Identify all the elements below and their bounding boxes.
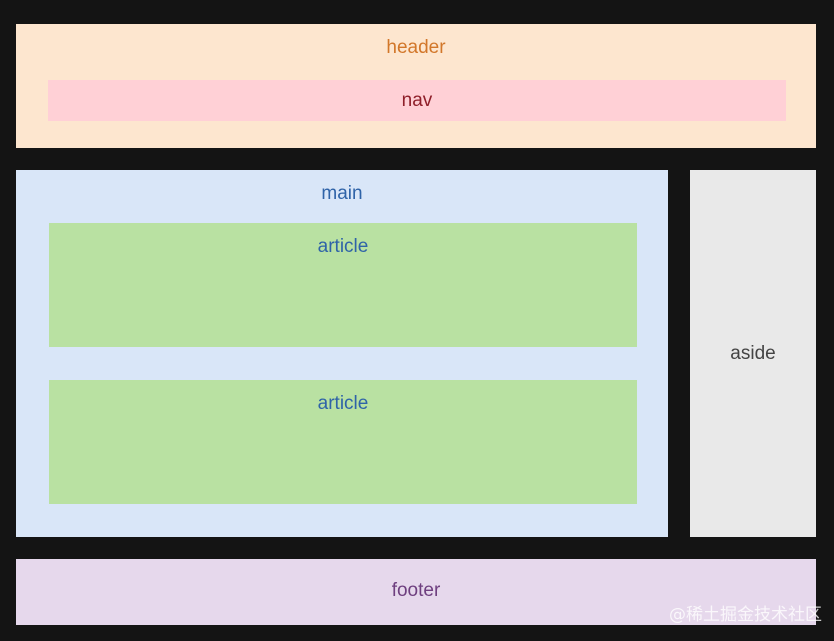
article-label-2: article <box>317 393 369 414</box>
main-label: main <box>321 183 363 204</box>
watermark: @稀土掘金技术社区 <box>669 605 822 625</box>
nav-block: nav <box>48 80 786 121</box>
main-block: main article article <box>16 170 668 537</box>
header-block: header nav <box>16 24 816 148</box>
footer-label: footer <box>391 580 441 601</box>
header-label: header <box>386 37 446 58</box>
article-block-1: article <box>49 223 637 347</box>
aside-block: aside <box>690 170 816 537</box>
footer-block: footer <box>16 559 816 625</box>
article-label-1: article <box>317 236 369 257</box>
nav-label: nav <box>401 90 433 111</box>
article-block-2: article <box>49 380 637 504</box>
aside-label: aside <box>730 343 776 364</box>
